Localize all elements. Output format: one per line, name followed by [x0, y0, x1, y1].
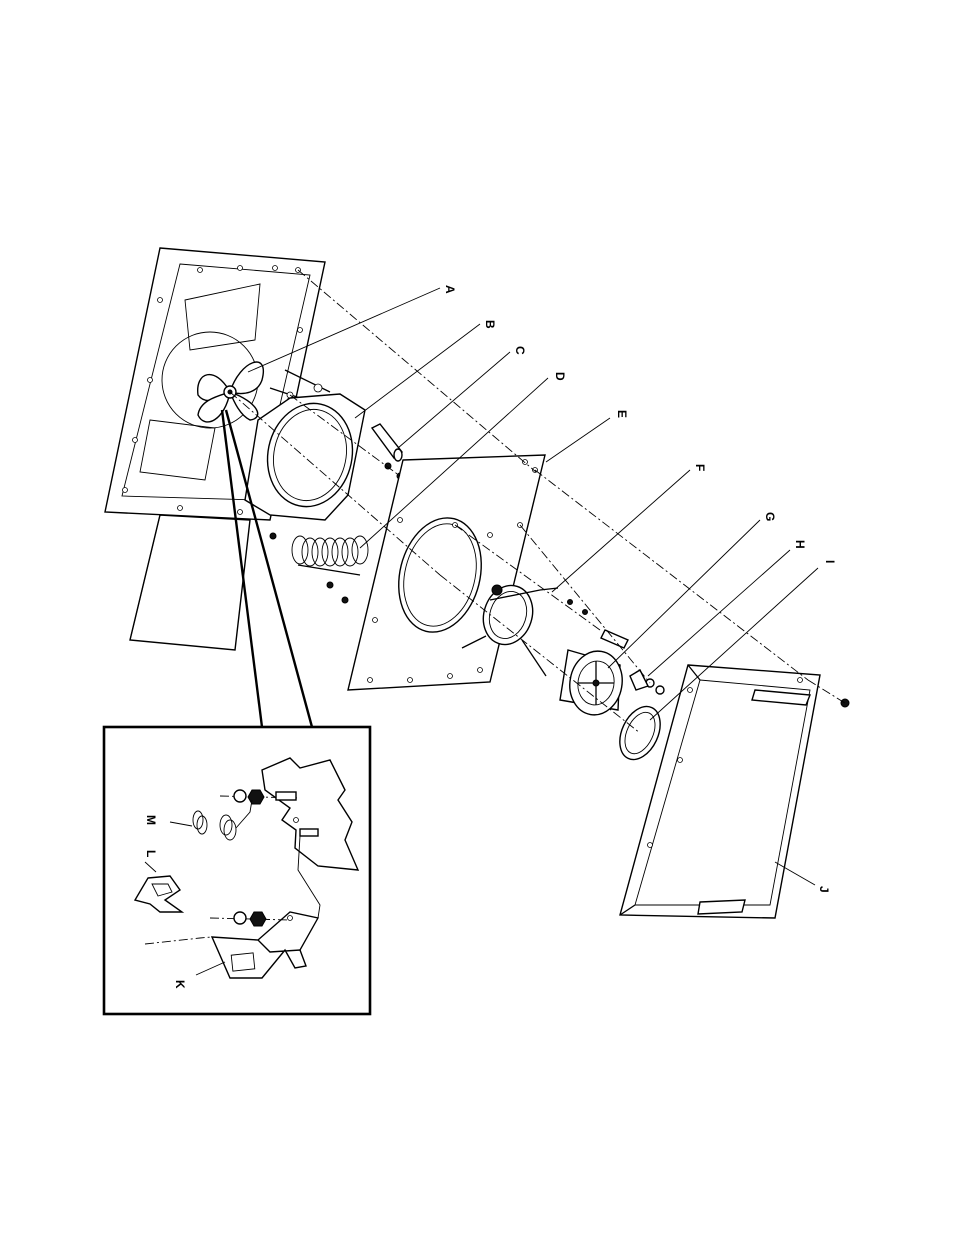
heater-coil [270, 533, 368, 603]
callout-J: J [817, 886, 831, 893]
callout-I: I [823, 560, 837, 563]
mounting-plate [348, 455, 545, 690]
callout-G: G [763, 512, 777, 521]
callout-H: H [793, 540, 807, 549]
callout-C: C [513, 346, 527, 355]
callout-E: E [615, 410, 629, 418]
ring-guard [612, 700, 668, 766]
callout-F: F [693, 464, 707, 471]
callout-B: B [483, 320, 497, 329]
callout-K: K [173, 980, 187, 989]
callout-A: A [443, 285, 457, 294]
callout-M: M [144, 815, 158, 825]
motor [560, 647, 648, 719]
cover-panel [620, 665, 849, 918]
spacer-stud [372, 424, 403, 479]
callout-D: D [553, 372, 567, 381]
callout-L: L [144, 850, 158, 857]
detail-inset: K L M [104, 727, 370, 1014]
